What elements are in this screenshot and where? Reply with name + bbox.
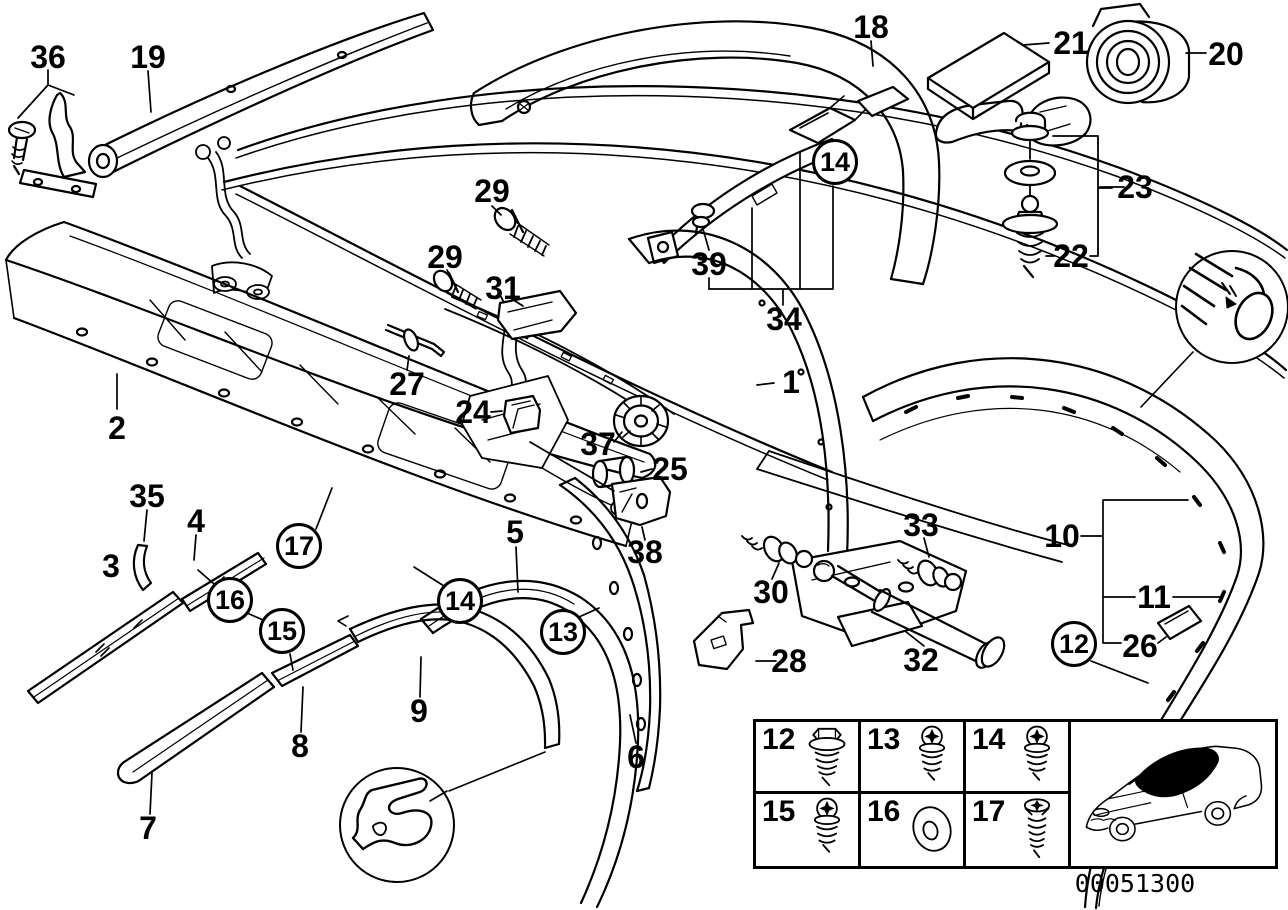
- legend-item-number: 16: [867, 795, 901, 828]
- callout-39-11[interactable]: 39: [691, 246, 727, 282]
- fastener-legend-grid: 12 13 14 15 16 17: [756, 722, 1071, 866]
- callout-18-2[interactable]: 18: [853, 9, 889, 45]
- callout-29-8[interactable]: 29: [427, 239, 463, 275]
- callout-10-31[interactable]: 10: [1044, 518, 1080, 554]
- part-35-clip: [132, 543, 153, 592]
- part-5-arc: [419, 579, 640, 909]
- part-36-screw-and-bracket: [7, 91, 98, 199]
- callout-12-circled-35[interactable]: 12: [1051, 621, 1097, 667]
- legend-item-17[interactable]: 17: [966, 794, 1071, 866]
- part-32-gas-strut: [812, 559, 1006, 669]
- legend-item-12[interactable]: 12: [756, 722, 861, 794]
- legend-item-14[interactable]: 14: [966, 722, 1071, 794]
- legend-item-13[interactable]: 13: [861, 722, 966, 794]
- phillips-pan-screw-icon: [1007, 725, 1066, 791]
- part-37-grommet: [612, 394, 670, 448]
- callout-29-7[interactable]: 29: [474, 173, 510, 209]
- callout-15-circled-24[interactable]: 15: [259, 608, 305, 654]
- callout-22-6[interactable]: 22: [1053, 238, 1089, 274]
- callout-35-19[interactable]: 35: [129, 478, 165, 514]
- callout-8-38[interactable]: 8: [291, 728, 309, 764]
- callout-26-36[interactable]: 26: [1122, 628, 1158, 664]
- callout-1-17[interactable]: 1: [782, 364, 800, 400]
- callout-27-13[interactable]: 27: [389, 366, 425, 402]
- part-18-cover: [469, 20, 941, 286]
- callout-2-18[interactable]: 2: [108, 410, 126, 446]
- callout-7-40[interactable]: 7: [139, 810, 157, 846]
- callout-23-5[interactable]: 23: [1117, 169, 1153, 205]
- callout-37-15[interactable]: 37: [580, 426, 616, 462]
- callout-6-39[interactable]: 6: [627, 739, 645, 775]
- callout-30-29[interactable]: 30: [753, 574, 789, 610]
- frame-hinge-cluster: [195, 136, 273, 300]
- detail-inset-seal-profile: [339, 751, 546, 883]
- callout-25-16[interactable]: 25: [652, 451, 688, 487]
- callout-5-25[interactable]: 5: [506, 514, 524, 550]
- part-8-strip: [270, 633, 360, 688]
- callout-28-33[interactable]: 28: [771, 643, 807, 679]
- callout-17-circled-22[interactable]: 17: [276, 523, 322, 569]
- part-28-bracket: [692, 608, 755, 671]
- legend-item-number: 15: [762, 795, 796, 828]
- vehicle-icon: [1085, 745, 1263, 842]
- part-2-storage-tray: [4, 220, 657, 548]
- part-26-clip: [1156, 604, 1203, 641]
- part-33-ball-stud: [897, 559, 963, 592]
- leader-lines: [17, 40, 1223, 815]
- callout-20-4[interactable]: 20: [1208, 36, 1244, 72]
- part-34-strap-assembly: [646, 85, 1092, 265]
- callout-3-21[interactable]: 3: [102, 548, 120, 584]
- phillips-pan-screw-icon: [797, 797, 856, 863]
- legend-item-16[interactable]: 16: [861, 794, 966, 866]
- part-3-strip: [26, 590, 185, 705]
- callout-16-circled-23[interactable]: 16: [207, 577, 253, 623]
- legend-item-15[interactable]: 15: [756, 794, 861, 866]
- callout-34-12[interactable]: 34: [766, 301, 802, 337]
- callout-9-37[interactable]: 9: [410, 693, 428, 729]
- part-23-fastener-set: [1001, 111, 1113, 279]
- callout-38-28[interactable]: 38: [627, 534, 663, 570]
- legend-item-number: 12: [762, 723, 796, 756]
- callout-21-3[interactable]: 21: [1053, 25, 1089, 61]
- part-1-frame: [627, 229, 968, 648]
- fastener-legend-table: 12 13 14 15 16 17: [753, 719, 1278, 869]
- part-6-strip: [558, 476, 662, 793]
- hex-flange-screw-icon: [797, 725, 856, 791]
- phillips-pan-screw-icon: [902, 725, 961, 791]
- part-38-bracket: [610, 475, 672, 527]
- part-21-pad: [926, 31, 1051, 121]
- legend-item-number: 17: [972, 795, 1006, 828]
- callout-11-32[interactable]: 11: [1137, 579, 1171, 615]
- callout-19-1[interactable]: 19: [130, 39, 166, 75]
- part-27-pin: [384, 323, 446, 358]
- callout-14-circled-10[interactable]: 14: [812, 139, 858, 185]
- part-39-rivet: [690, 202, 716, 235]
- detail-inset-trim-clip: [1140, 250, 1288, 408]
- part-9-strip: [337, 603, 561, 750]
- part-30-ball-stud: [741, 535, 814, 569]
- callout-13-circled-27[interactable]: 13: [540, 609, 586, 655]
- washer-icon: [902, 797, 961, 863]
- callout-14-circled-26[interactable]: 14: [437, 578, 483, 624]
- part-19-rail: [87, 11, 435, 179]
- part-24-clip: [502, 394, 542, 435]
- phillips-flat-screw-icon: [1007, 797, 1066, 863]
- callout-32-34[interactable]: 32: [903, 642, 939, 678]
- callout-4-20[interactable]: 4: [187, 503, 205, 539]
- part-20-tape-roll: [1085, 2, 1191, 105]
- callout-33-30[interactable]: 33: [903, 507, 939, 543]
- legend-item-number: 13: [867, 723, 901, 756]
- callout-36-0[interactable]: 36: [30, 39, 66, 75]
- side-rail: [756, 450, 1069, 563]
- callout-24-14[interactable]: 24: [455, 394, 491, 430]
- vehicle-thumbnail: [1071, 722, 1275, 866]
- legend-item-number: 14: [972, 723, 1006, 756]
- callout-31-9[interactable]: 31: [485, 270, 521, 306]
- drawing-number: 00051300: [1074, 869, 1196, 898]
- part-7-strip: [116, 671, 276, 785]
